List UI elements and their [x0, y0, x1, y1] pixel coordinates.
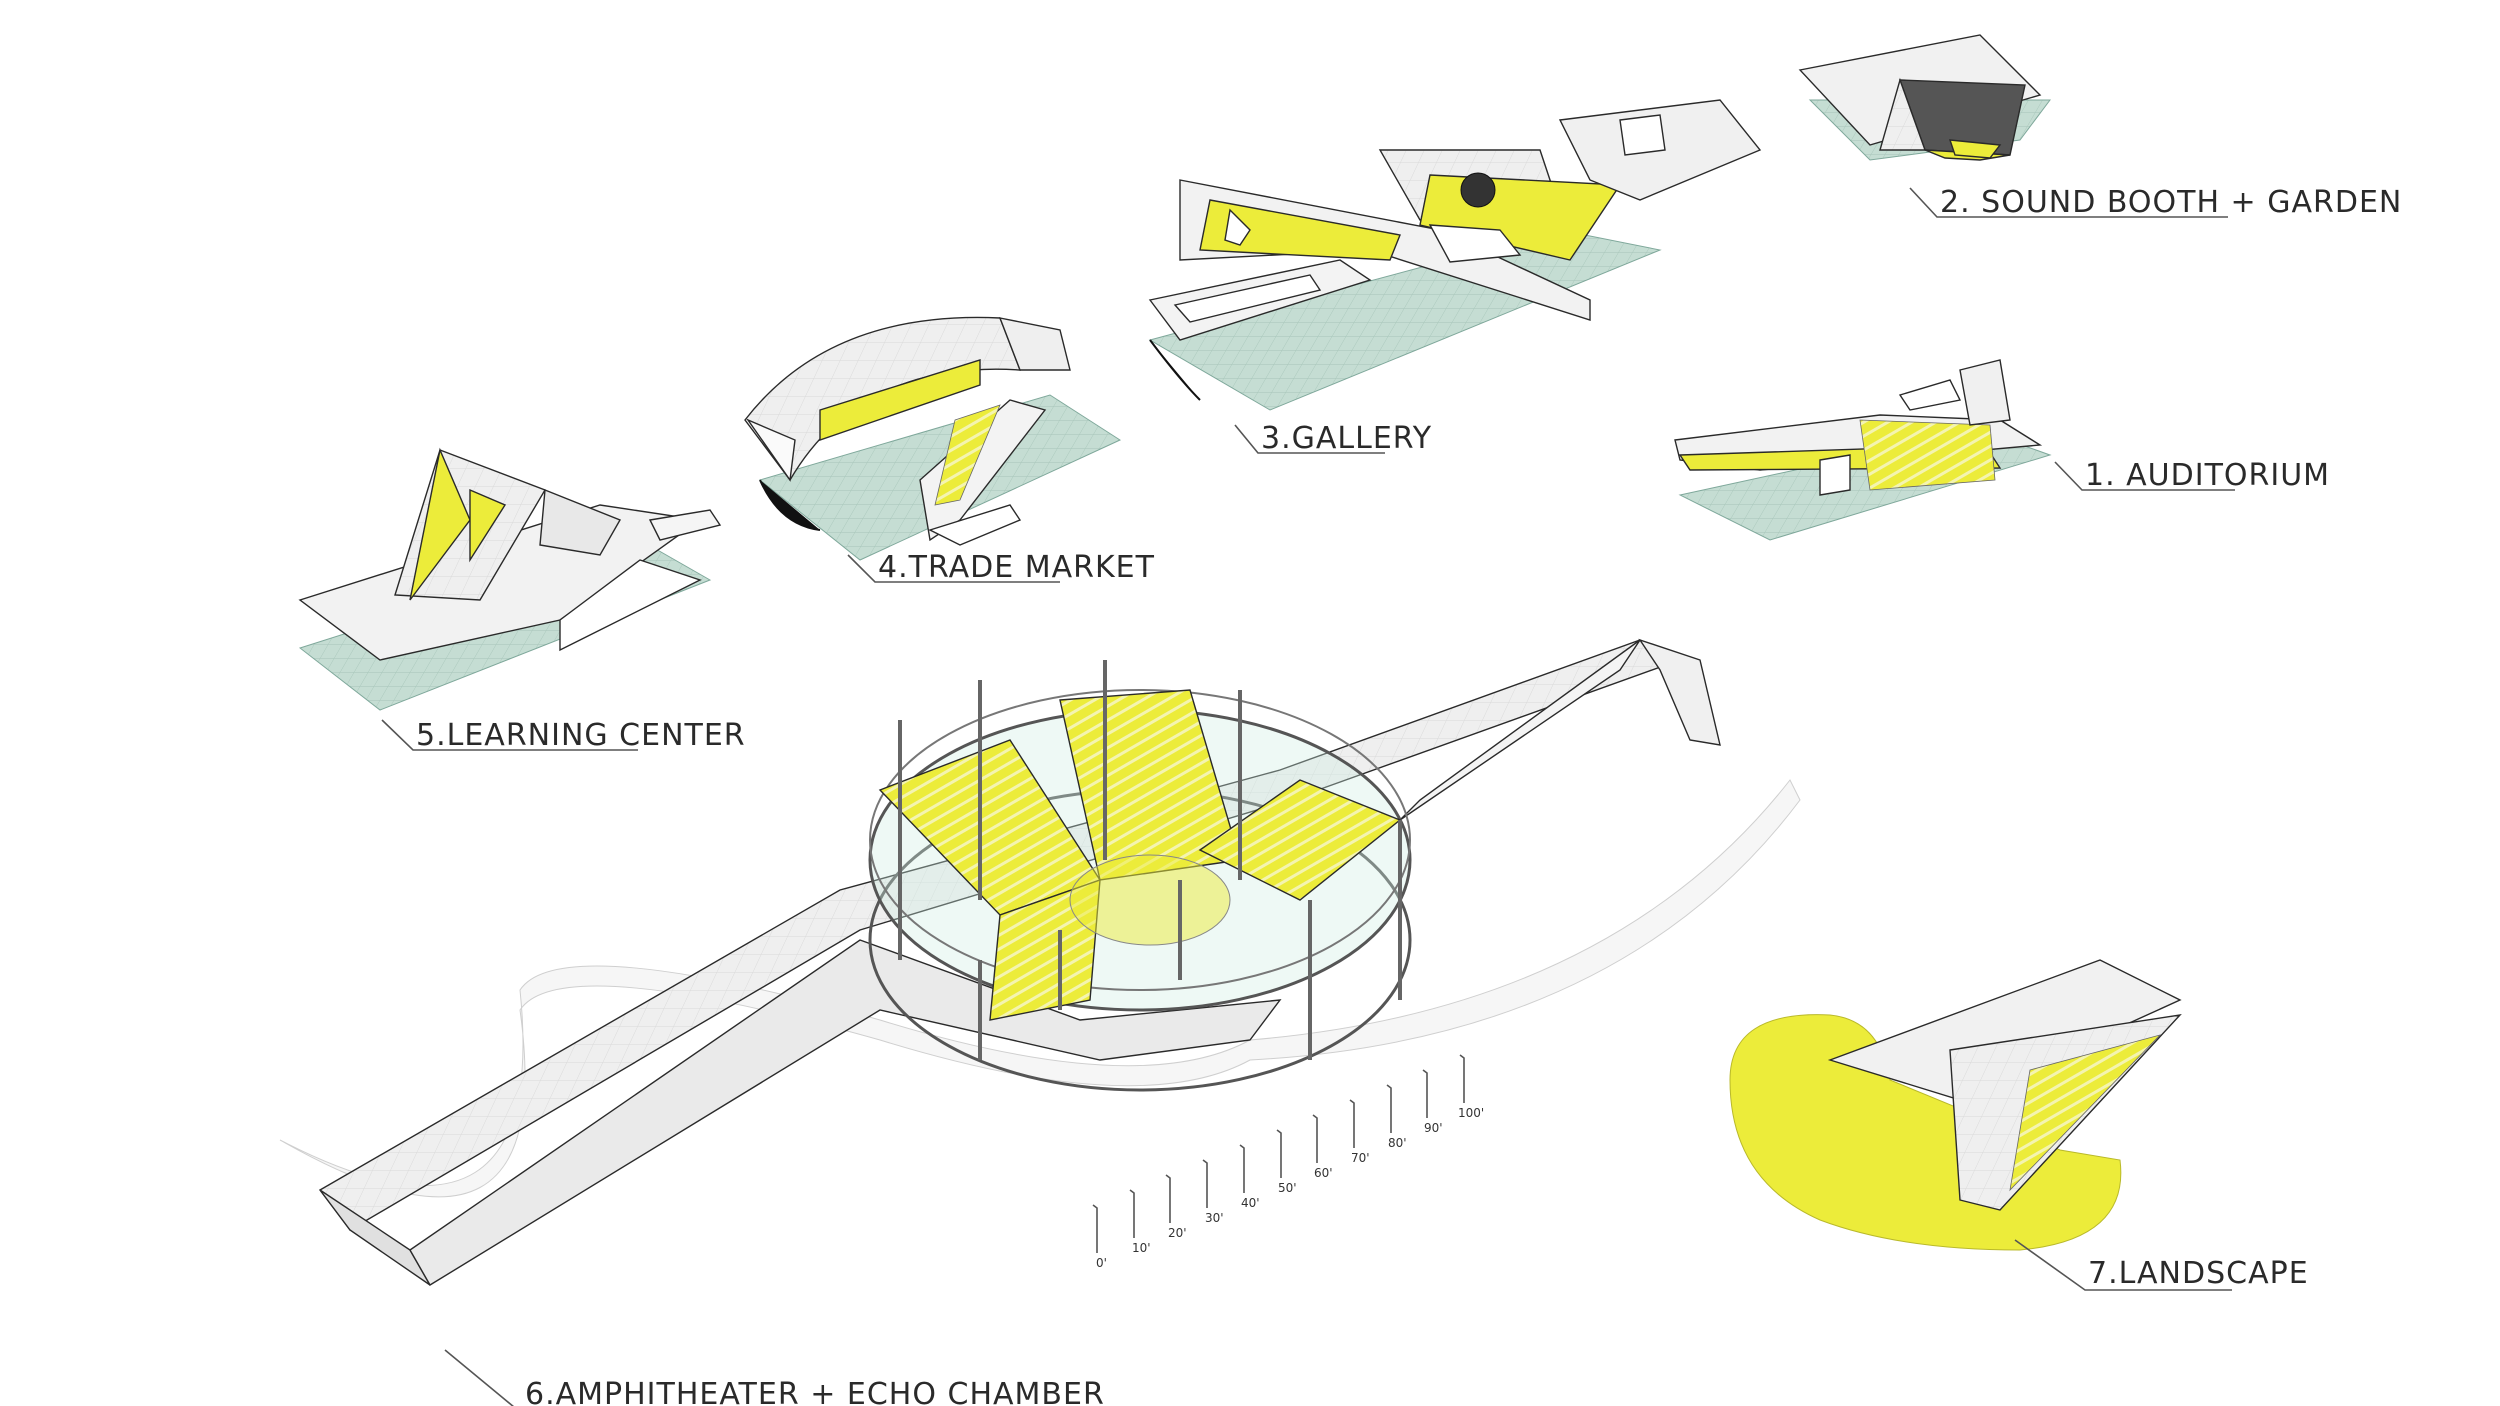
amphitheater-model: [279, 638, 1801, 1286]
trade-market-model: [744, 316, 1122, 561]
label-auditorium: 1. AUDITORIUM: [2085, 458, 2330, 493]
gallery-model: [1148, 99, 1762, 411]
label-group-amphitheater: 6.AMPHITHEATER + ECHO CHAMBER: [444, 1349, 1105, 1406]
scale-tick-30: 30': [1205, 1211, 1224, 1225]
scale-tick-10: 10': [1132, 1241, 1151, 1255]
label-group-gallery: 3.GALLERY: [1234, 421, 1432, 456]
label-group-auditorium: 1. AUDITORIUM: [2054, 458, 2330, 493]
scale-tick-0: 0': [1096, 1256, 1107, 1270]
label-trade-market: 4.TRADE MARKET: [878, 550, 1155, 585]
label-amphitheater: 6.AMPHITHEATER + ECHO CHAMBER: [525, 1377, 1105, 1406]
sound-booth-model: [1798, 34, 2051, 161]
label-learning-center: 5.LEARNING CENTER: [416, 718, 746, 753]
label-group-trade-market: 4.TRADE MARKET: [847, 550, 1155, 585]
scale-tick-90: 90': [1424, 1121, 1443, 1135]
learning-center-model: [298, 447, 722, 711]
label-group-sound-booth: 2. SOUND BOOTH + GARDEN: [1909, 185, 2402, 220]
scale-tick-20: 20': [1168, 1226, 1187, 1240]
label-landscape: 7.LANDSCAPE: [2088, 1256, 2309, 1291]
scale-tick-40: 40': [1241, 1196, 1260, 1210]
label-gallery: 3.GALLERY: [1261, 421, 1432, 456]
scale-tick-80: 80': [1388, 1136, 1407, 1150]
label-sound-booth: 2. SOUND BOOTH + GARDEN: [1940, 185, 2402, 220]
landscape-model: [1729, 959, 2182, 1251]
scale-tick-70: 70': [1351, 1151, 1370, 1165]
scale-tick-100: 100': [1458, 1106, 1484, 1120]
scale-tick-50: 50': [1278, 1181, 1297, 1195]
auditorium-model: [1674, 359, 2052, 541]
scale-tick-60: 60': [1314, 1166, 1333, 1180]
scale-bar: 0' 10' 20' 30' 40' 50' 60' 70' 80' 90' 1…: [1092, 1054, 1484, 1270]
label-group-learning-center: 5.LEARNING CENTER: [381, 718, 746, 753]
label-group-landscape: 7.LANDSCAPE: [2014, 1239, 2309, 1291]
